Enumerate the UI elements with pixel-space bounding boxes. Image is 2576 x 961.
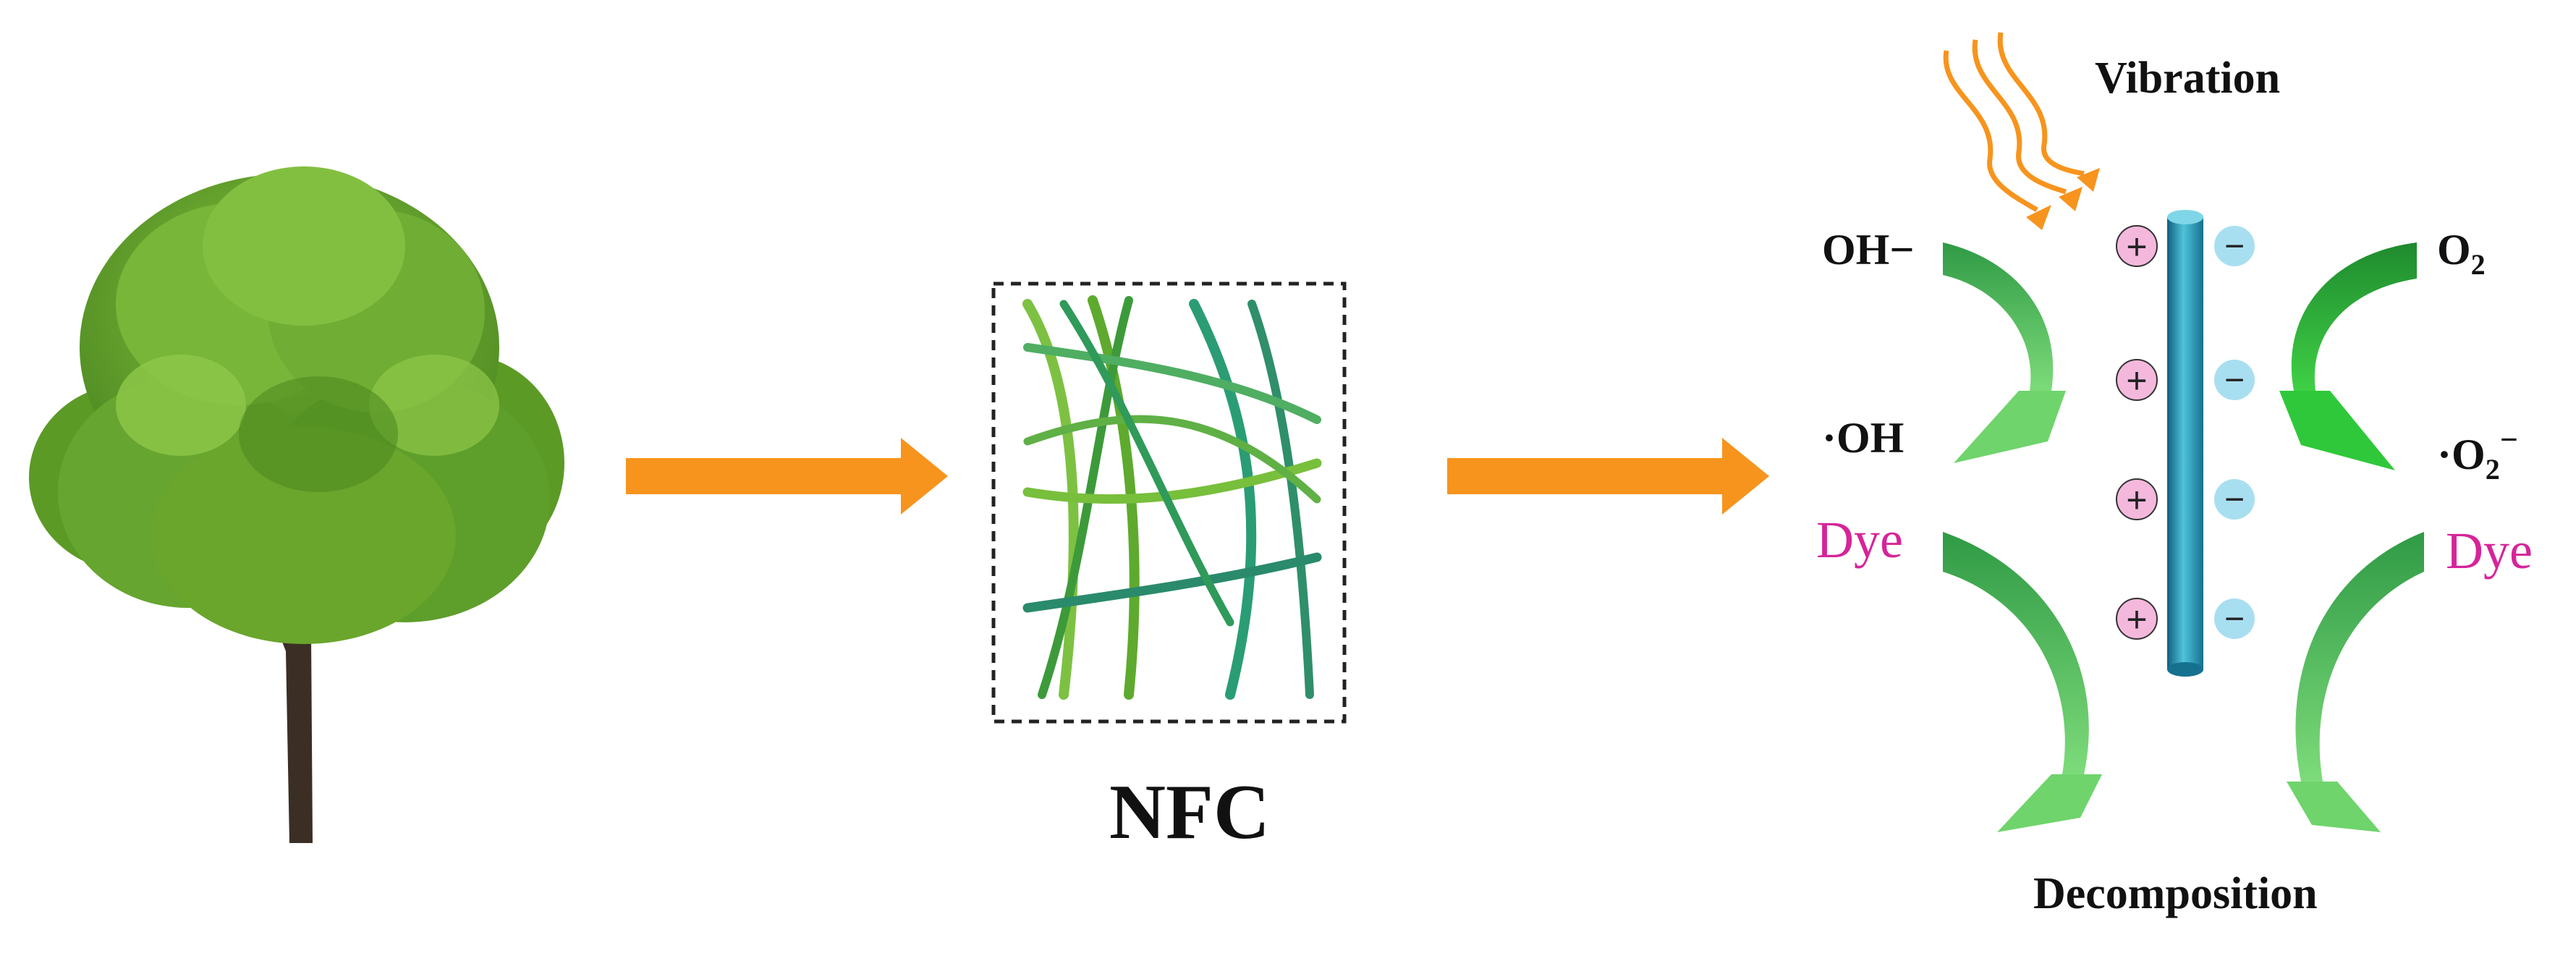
curved-arrow-oh (1943, 242, 2066, 463)
nfc-fiber-box (991, 281, 1347, 724)
positive-charge-2: + (2116, 359, 2158, 401)
svg-text:+: + (2126, 480, 2147, 520)
negative-charge-3: − (2214, 479, 2255, 520)
positive-charge-4: + (2116, 598, 2158, 640)
positive-charges: + + + + (2116, 225, 2158, 640)
hydroxide-label: OH− (1822, 226, 1915, 274)
negative-charge-1: − (2214, 226, 2255, 266)
svg-text:·O2−: ·O2− (2437, 422, 2518, 486)
vibration-label: Vibration (2095, 54, 2280, 103)
svg-text:−: − (2224, 227, 2245, 266)
nfc-label: NFC (1109, 769, 1270, 855)
svg-text:O2: O2 (2437, 226, 2486, 281)
positive-charge-1: + (2116, 225, 2158, 267)
hydroxyl-radical-label: ·OH (1822, 414, 1904, 462)
process-arrow-1 (626, 438, 948, 515)
vibration-waves-icon (1943, 32, 2100, 230)
svg-text:−: − (2224, 361, 2245, 399)
positive-charge-3: + (2116, 478, 2158, 520)
svg-text:+: + (2126, 360, 2147, 401)
oxygen-label: O2 (2437, 226, 2486, 281)
cylinder-rod-icon (2167, 210, 2203, 677)
svg-text:−: − (2224, 600, 2245, 638)
curved-arrow-dye-left (1943, 532, 2102, 832)
negative-charge-2: − (2214, 360, 2255, 400)
curved-arrow-dye-right (2287, 532, 2424, 832)
nanofiber-network-icon (1022, 295, 1322, 700)
dye-left-label: Dye (1816, 511, 1903, 569)
superoxide-label: ·O2− (2437, 422, 2518, 486)
svg-text:−: − (2224, 480, 2245, 519)
negative-charge-4: − (2214, 598, 2255, 639)
decomposition-label: Decomposition (2033, 869, 2318, 918)
dye-right-label: Dye (2446, 522, 2533, 580)
tree-icon (29, 166, 564, 843)
svg-text:+: + (2126, 227, 2147, 267)
curved-arrow-o2 (2279, 242, 2417, 470)
negative-charges: − − − − (2214, 226, 2255, 639)
svg-text:+: + (2126, 599, 2147, 640)
process-arrow-2 (1447, 438, 1769, 515)
